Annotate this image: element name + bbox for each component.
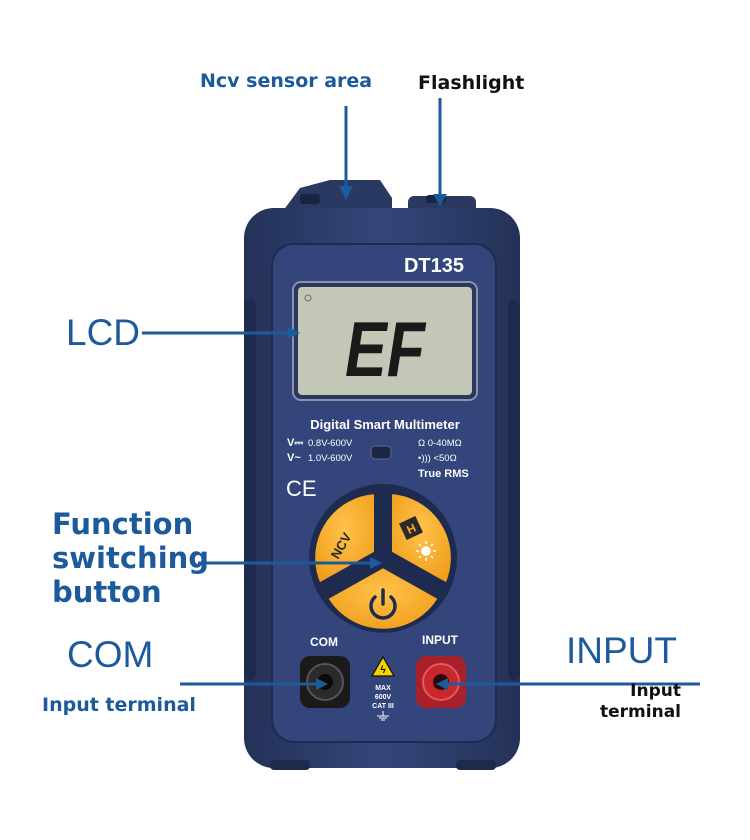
- com-callout-sublabel: Input terminal: [42, 694, 196, 716]
- warning-voltage: 600V: [375, 694, 392, 701]
- function-button-cluster: [309, 484, 457, 633]
- ncv-sensor-window: [300, 194, 320, 204]
- power-icon: [369, 588, 397, 620]
- spec-dc: 0.8V-600V: [308, 438, 353, 449]
- sun-icon: [416, 541, 436, 561]
- com-callout-label: COM: [67, 634, 154, 675]
- function-callout-label-2: switching: [52, 541, 210, 575]
- spec-dc-symbol: V⎓: [287, 437, 303, 449]
- input-callout-label: INPUT: [566, 630, 677, 671]
- flashlight-callout-label: Flashlight: [418, 72, 525, 94]
- side-grip-right: [508, 300, 520, 680]
- port-input-label: INPUT: [422, 633, 459, 647]
- hold-light-button[interactable]: [388, 489, 455, 588]
- spec-ac: 1.0V-600V: [308, 453, 353, 464]
- bottom-foot-left: [270, 760, 310, 770]
- function-callout-label-3: button: [52, 575, 162, 609]
- bottom-foot-right: [456, 760, 496, 770]
- input-callout-sublabel-1: Input: [630, 681, 681, 701]
- lcd-power-indicator-icon: [304, 294, 312, 302]
- ground-icon: [377, 711, 389, 721]
- model-name: DT135: [404, 255, 464, 277]
- lcd-callout-label: LCD: [66, 312, 141, 353]
- warning-cat: CAT III: [372, 703, 394, 710]
- ncv-sensor-bump: [280, 180, 392, 215]
- spec-continuity: •))) <50Ω: [418, 453, 457, 464]
- lcd-reading: EF: [345, 305, 427, 393]
- device-title: Digital Smart Multimeter: [310, 417, 460, 432]
- input-callout-sublabel-2: terminal: [600, 702, 681, 722]
- warning-triangle-icon: [370, 655, 396, 677]
- hold-icon: H: [399, 516, 423, 540]
- button-center-hub: [376, 551, 390, 565]
- callout-lines: [142, 98, 700, 690]
- true-rms-label: True RMS: [418, 468, 469, 480]
- light-sensor: [370, 445, 392, 460]
- svg-text:ϟ: ϟ: [380, 665, 386, 676]
- spec-ac-symbol: V~: [287, 452, 301, 464]
- warning-max: MAX: [375, 685, 391, 692]
- ncv-callout-label: Ncv sensor area: [200, 70, 373, 92]
- lcd-screen: [298, 287, 472, 395]
- side-grip-left: [244, 300, 256, 680]
- function-callout-label-1: Function: [52, 507, 194, 541]
- ce-mark: CE: [286, 476, 317, 501]
- spec-ohm: Ω 0-40MΩ: [418, 438, 462, 449]
- port-com-label: COM: [310, 635, 338, 649]
